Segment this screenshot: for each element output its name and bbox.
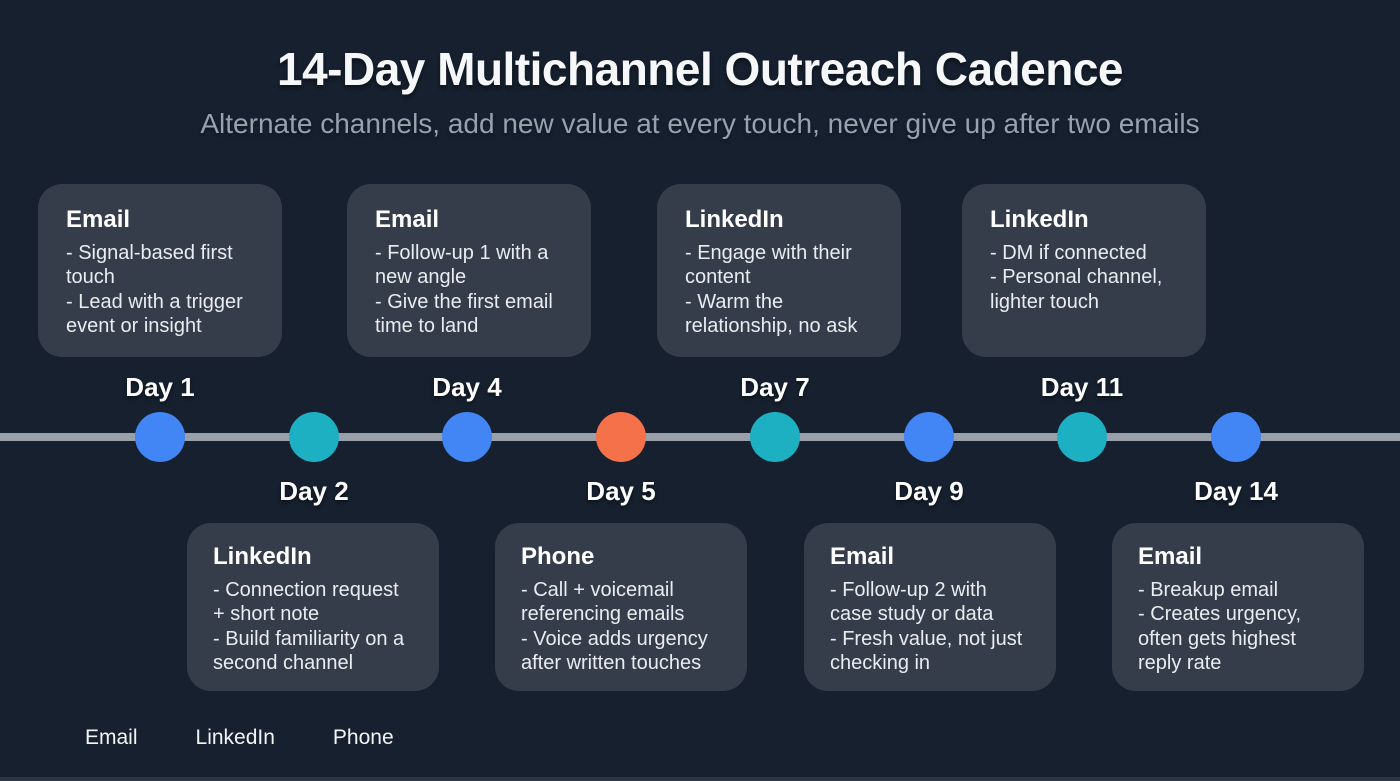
- legend-label: LinkedIn: [195, 726, 275, 749]
- card-channel-title: LinkedIn: [213, 543, 312, 570]
- card-bullet: - Personal channel, lighter touch: [990, 266, 1163, 313]
- card-bullet: - Creates urgency, often gets highest re…: [1138, 603, 1302, 675]
- legend-label: Email: [85, 726, 138, 749]
- day-label-5: Day 5: [586, 476, 656, 506]
- legend: Email LinkedIn Phone: [48, 726, 394, 750]
- timeline-dot-day-1: [135, 412, 185, 462]
- timeline-dot-day-2: [289, 412, 339, 462]
- card-bullet: - Breakup email: [1138, 578, 1279, 601]
- timeline-dot-day-11: [1057, 412, 1107, 462]
- card-day-14: Email - Breakup email - Creates urgency,…: [1112, 523, 1364, 691]
- card-channel-title: Phone: [521, 543, 595, 570]
- card-bullet: - Signal-based first touch: [66, 241, 233, 289]
- card-bullet: - Follow-up 1 with a new angle: [375, 241, 549, 289]
- page-title: 14-Day Multichannel Outreach Cadence: [276, 43, 1124, 95]
- card-bullet: - Give the first email time to land: [375, 290, 553, 338]
- linkedin-channel-dot-icon: [159, 726, 183, 750]
- card-day-2: LinkedIn - Connection request + short no…: [187, 523, 439, 691]
- email-channel-dot-icon: [48, 726, 72, 750]
- card-day-5: Phone - Call + voicemail referencing ema…: [495, 523, 747, 691]
- card-channel-title: Email: [375, 206, 440, 233]
- card-day-7: LinkedIn - Engage with their content - W…: [657, 184, 901, 357]
- card-bullet: - Connection request + short note: [213, 578, 399, 626]
- bottom-edge-strip: [0, 777, 1400, 781]
- timeline-dot-day-14: [1211, 412, 1261, 462]
- card-bullet: - Engage with their content: [685, 241, 852, 289]
- day-label-1: Day 1: [125, 372, 195, 402]
- day-label-7: Day 7: [740, 372, 810, 402]
- phone-channel-dot-icon: [296, 726, 320, 750]
- card-day-4: Email - Follow-up 1 with a new angle - G…: [347, 184, 591, 357]
- legend-label: Phone: [332, 726, 394, 749]
- card-bullet: - Follow-up 2 with case study or data: [830, 578, 994, 626]
- page-subtitle: Alternate channels, add new value at eve…: [200, 108, 1200, 139]
- timeline-dot-day-9: [904, 412, 954, 462]
- card-channel-title: Email: [66, 206, 131, 233]
- card-channel-title: Email: [830, 543, 895, 570]
- day-label-11: Day 11: [1040, 372, 1124, 402]
- timeline-dot-day-4: [442, 412, 492, 462]
- card-bullet: - DM if connected: [990, 241, 1147, 264]
- card-channel-title: LinkedIn: [990, 206, 1089, 233]
- timeline-axis: [0, 433, 1400, 441]
- legend-item-phone: Phone: [296, 726, 394, 750]
- timeline-dot-day-7: [750, 412, 800, 462]
- card-bullet: - Warm the relationship, no ask: [685, 290, 858, 338]
- legend-item-email: Email: [48, 726, 138, 750]
- day-label-4: Day 4: [432, 372, 502, 402]
- card-channel-title: LinkedIn: [685, 206, 784, 233]
- card-bullet: - Voice adds urgency after written touch…: [521, 627, 708, 675]
- card-bullet: - Build familiarity on a second channel: [213, 627, 405, 675]
- day-label-9: Day 9: [894, 476, 964, 506]
- card-day-9: Email - Follow-up 2 with case study or d…: [804, 523, 1056, 691]
- legend-item-linkedin: LinkedIn: [159, 726, 275, 750]
- card-day-11: LinkedIn - DM if connected - Personal ch…: [962, 184, 1206, 357]
- timeline-dot-day-5: [596, 412, 646, 462]
- card-day-1: Email - Signal-based first touch - Lead …: [38, 184, 282, 357]
- card-bullet: - Fresh value, not just checking in: [830, 627, 1023, 675]
- card-bullet: - Call + voicemail referencing emails: [521, 578, 685, 626]
- card-channel-title: Email: [1138, 543, 1203, 570]
- day-label-14: Day 14: [1194, 476, 1278, 506]
- day-label-2: Day 2: [279, 476, 349, 506]
- card-bullet: - Lead with a trigger event or insight: [66, 290, 243, 338]
